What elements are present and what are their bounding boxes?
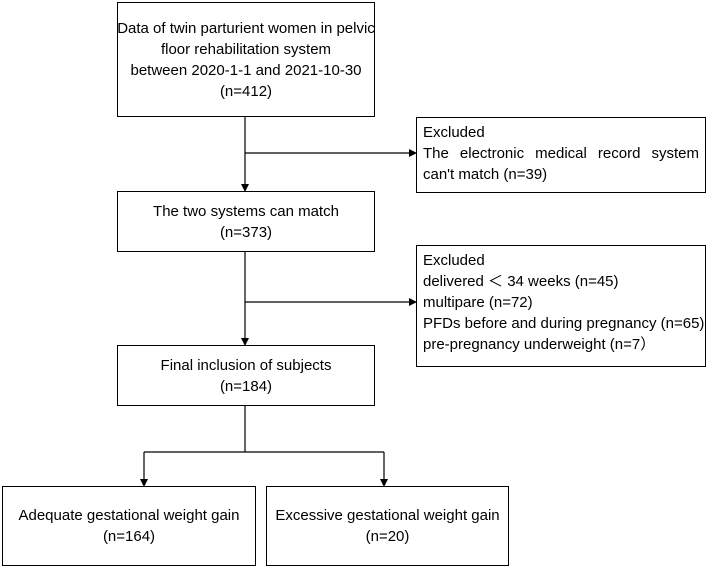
- adequate-weight-gain-box: Adequate gestational weight gain (n=164): [2, 486, 256, 566]
- final-inclusion-label: Final inclusion of subjects: [160, 356, 332, 374]
- source-line-2: floor rehabilitation system: [160, 40, 332, 58]
- excessive-weight-gain-box: Excessive gestational weight gain (n=20): [266, 486, 509, 566]
- source-data-box: Data of twin parturient women in pelvic …: [117, 2, 375, 117]
- exclusion-2-line-4: pre-pregnancy underweight (n=7）: [423, 336, 656, 353]
- exclusion-2-line-3: PFDs before and during pregnancy (n=65): [423, 315, 705, 332]
- exclusion-box-2: Excluded delivered ＜ 34 weeks (n=45) mul…: [416, 245, 706, 367]
- final-inclusion-box: Final inclusion of subjects (n=184): [117, 345, 375, 406]
- matched-systems-box: The two systems can match (n=373): [117, 191, 375, 252]
- exclusion-box-1: Excluded The electronic medical record s…: [416, 117, 706, 193]
- final-inclusion-count: (n=184): [219, 377, 273, 395]
- exclusion-1-line-1: The electronic medical record system: [423, 145, 699, 162]
- matched-count: (n=373): [219, 223, 273, 241]
- adequate-count: (n=164): [102, 528, 156, 545]
- excessive-count: (n=20): [365, 528, 410, 545]
- exclusion-2-line-1: delivered ＜ 34 weeks (n=45): [423, 273, 619, 290]
- adequate-label: Adequate gestational weight gain: [18, 507, 240, 524]
- exclusion-1-heading: Excluded: [423, 124, 485, 141]
- exclusion-2-heading: Excluded: [423, 252, 485, 269]
- exclusion-2-line-2: multipare (n=72): [423, 294, 533, 311]
- matched-label: The two systems can match: [153, 202, 339, 220]
- source-line-3: between 2020-1-1 and 2021-10-30: [130, 61, 362, 79]
- excessive-label: Excessive gestational weight gain: [275, 507, 500, 524]
- source-line-1: Data of twin parturient women in pelvic: [117, 19, 375, 37]
- exclusion-1-line-2: can't match (n=39): [423, 166, 548, 183]
- source-count: (n=412): [219, 82, 273, 100]
